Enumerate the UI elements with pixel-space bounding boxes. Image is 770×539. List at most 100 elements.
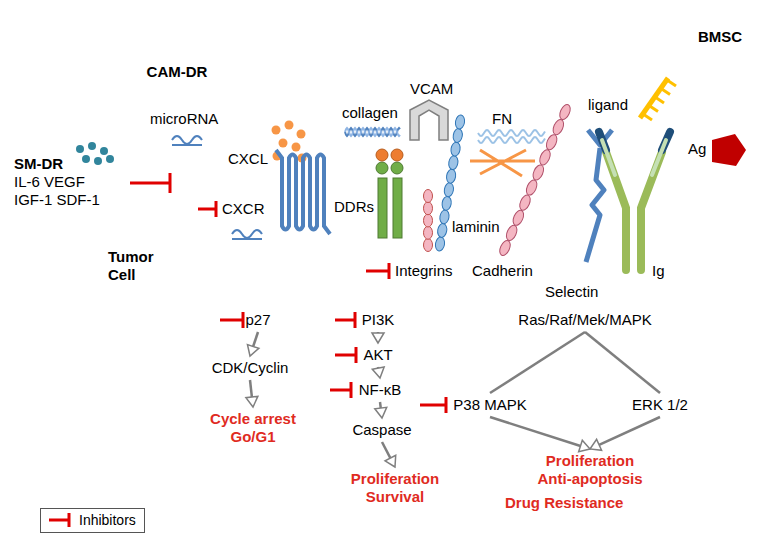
- integrin-chain: [454, 114, 465, 129]
- part-label: Ig: [652, 262, 665, 280]
- flow-arrow: [375, 402, 387, 418]
- label-anchor: Ag: [688, 140, 706, 158]
- legend-item: Inhibitors: [47, 512, 136, 529]
- ligand-molecule: [640, 78, 668, 118]
- node-text: Caspase: [352, 421, 411, 439]
- cxcr-receptor: [276, 150, 330, 234]
- cadherin-chain: [511, 209, 526, 227]
- node-text: Proliferation Survival: [340, 470, 450, 506]
- ddr-receptor: [376, 149, 403, 238]
- flow-arrow: [247, 332, 258, 356]
- label-anchor: FN: [492, 110, 512, 128]
- ligand-molecule: [643, 114, 652, 120]
- label-anchor: VCAM: [410, 80, 453, 98]
- integrin-chain: [437, 223, 448, 238]
- cytokine-dots: [76, 142, 114, 165]
- tumor-cell: Tumor Cell p27CDK/CyclinCycle arrest Go/G…: [65, 163, 722, 535]
- outcome-label: Proliferation Anti-apoptosis: [530, 452, 650, 488]
- part-label: CXCR: [222, 200, 265, 218]
- label-anchor: microRNA: [150, 110, 218, 128]
- ligand-molecule: [649, 106, 658, 112]
- part-label: Cadherin: [472, 262, 533, 280]
- pathway-step: p27: [245, 311, 270, 329]
- flow-arrow: [246, 380, 258, 407]
- cadherin-chain: [544, 133, 559, 151]
- node-text: Proliferation Anti-apoptosis: [530, 452, 650, 488]
- pathway-step: CDK/Cyclin: [212, 359, 289, 377]
- label-anchor: DDRs: [334, 198, 374, 216]
- pathway-step: P38 MAPK: [453, 396, 526, 414]
- node-text: p27: [245, 311, 270, 329]
- node-text: BMSC: [698, 28, 770, 46]
- part-label: DDRs: [334, 198, 374, 216]
- cloud-box: SM-DRIL-6 VEGFIGF-1 SDF-1: [0, 133, 128, 225]
- outcome-label: Drug Resistance: [505, 494, 623, 512]
- legend-text: Inhibitors: [79, 512, 136, 529]
- integrin-chain: [446, 169, 457, 184]
- node-text: ERK 1/2: [632, 396, 688, 414]
- integrin-chain: [424, 239, 433, 252]
- part-label: FN: [492, 110, 512, 128]
- integrin-chain: [443, 182, 454, 197]
- cadherin-chain: [498, 239, 513, 257]
- integrin-chain: [424, 190, 433, 203]
- part-label: Selectin: [545, 283, 598, 301]
- cadherin-chain: [504, 224, 519, 242]
- label-anchor: Selectin: [545, 283, 598, 301]
- integrin-chain: [424, 214, 433, 227]
- flow-arrow: [490, 332, 585, 393]
- integrin-chain: [450, 141, 461, 156]
- outcome-label: Proliferation Survival: [340, 470, 450, 506]
- part-label: CXCL: [228, 150, 268, 168]
- node-text: NF-κB: [359, 381, 402, 399]
- integrin-chain: [424, 202, 433, 215]
- cadherin-chain: [558, 103, 573, 121]
- flow-arrow: [590, 417, 660, 450]
- collagen-fiber: [345, 128, 400, 136]
- fibronectin-fiber: [478, 130, 545, 136]
- node-text: Ras/Raf/Mek/MAPK: [518, 311, 651, 329]
- label-anchor: CXCL: [228, 150, 268, 168]
- integrin-chain: [434, 236, 445, 251]
- node-text: SM-DR: [14, 155, 128, 173]
- cadherin-chain: [538, 148, 553, 166]
- label-anchor: Drug Resistance: [505, 494, 623, 512]
- integrin-chain: [452, 128, 463, 143]
- part-label: VCAM: [410, 80, 453, 98]
- part-label: collagen: [342, 104, 398, 122]
- legend-box: Inhibitors: [40, 508, 145, 533]
- node-text: CAM-DR: [118, 63, 236, 81]
- flow-arrow: [382, 442, 396, 467]
- flow-arrow: [490, 417, 590, 452]
- part-label: microRNA: [150, 110, 218, 128]
- node-text: Tumor Cell: [108, 248, 164, 284]
- inhibitor-symbol: [130, 173, 446, 413]
- cadherin-chain: [524, 178, 539, 196]
- microrna-symbol: [232, 230, 262, 239]
- ligand-molecule: [655, 97, 664, 103]
- label-anchor: Ig: [652, 262, 665, 280]
- pathway-step: AKT: [363, 346, 392, 364]
- cadherin-chain: [551, 118, 566, 136]
- pathway-step: NF-κB: [359, 381, 402, 399]
- node-text: CDK/Cyclin: [212, 359, 289, 377]
- part-label: Ag: [688, 140, 706, 158]
- part-label: Integrins: [395, 262, 453, 280]
- immunoglobulin: [599, 132, 670, 270]
- part-label: laminin: [452, 218, 500, 236]
- inhibitor-symbol: [47, 512, 73, 528]
- laminin-fiber: [470, 150, 535, 176]
- label-anchor: Integrins: [395, 262, 453, 280]
- node-text: Cycle arrest Go/G1: [198, 410, 308, 446]
- integrin-chain: [448, 155, 459, 170]
- collagen-fiber: [345, 128, 400, 136]
- label-anchor: CXCR: [222, 200, 265, 218]
- outcome-label: Cycle arrest Go/G1: [198, 410, 308, 446]
- node-text: IGF-1 SDF-1: [14, 191, 128, 209]
- pathway-step: ERK 1/2: [632, 396, 688, 414]
- flow-arrow: [585, 332, 660, 393]
- node-text: PI3K: [362, 311, 395, 329]
- integrin-chain: [424, 226, 433, 239]
- fibronectin-fiber: [478, 137, 545, 143]
- vcam-molecule: [410, 100, 448, 140]
